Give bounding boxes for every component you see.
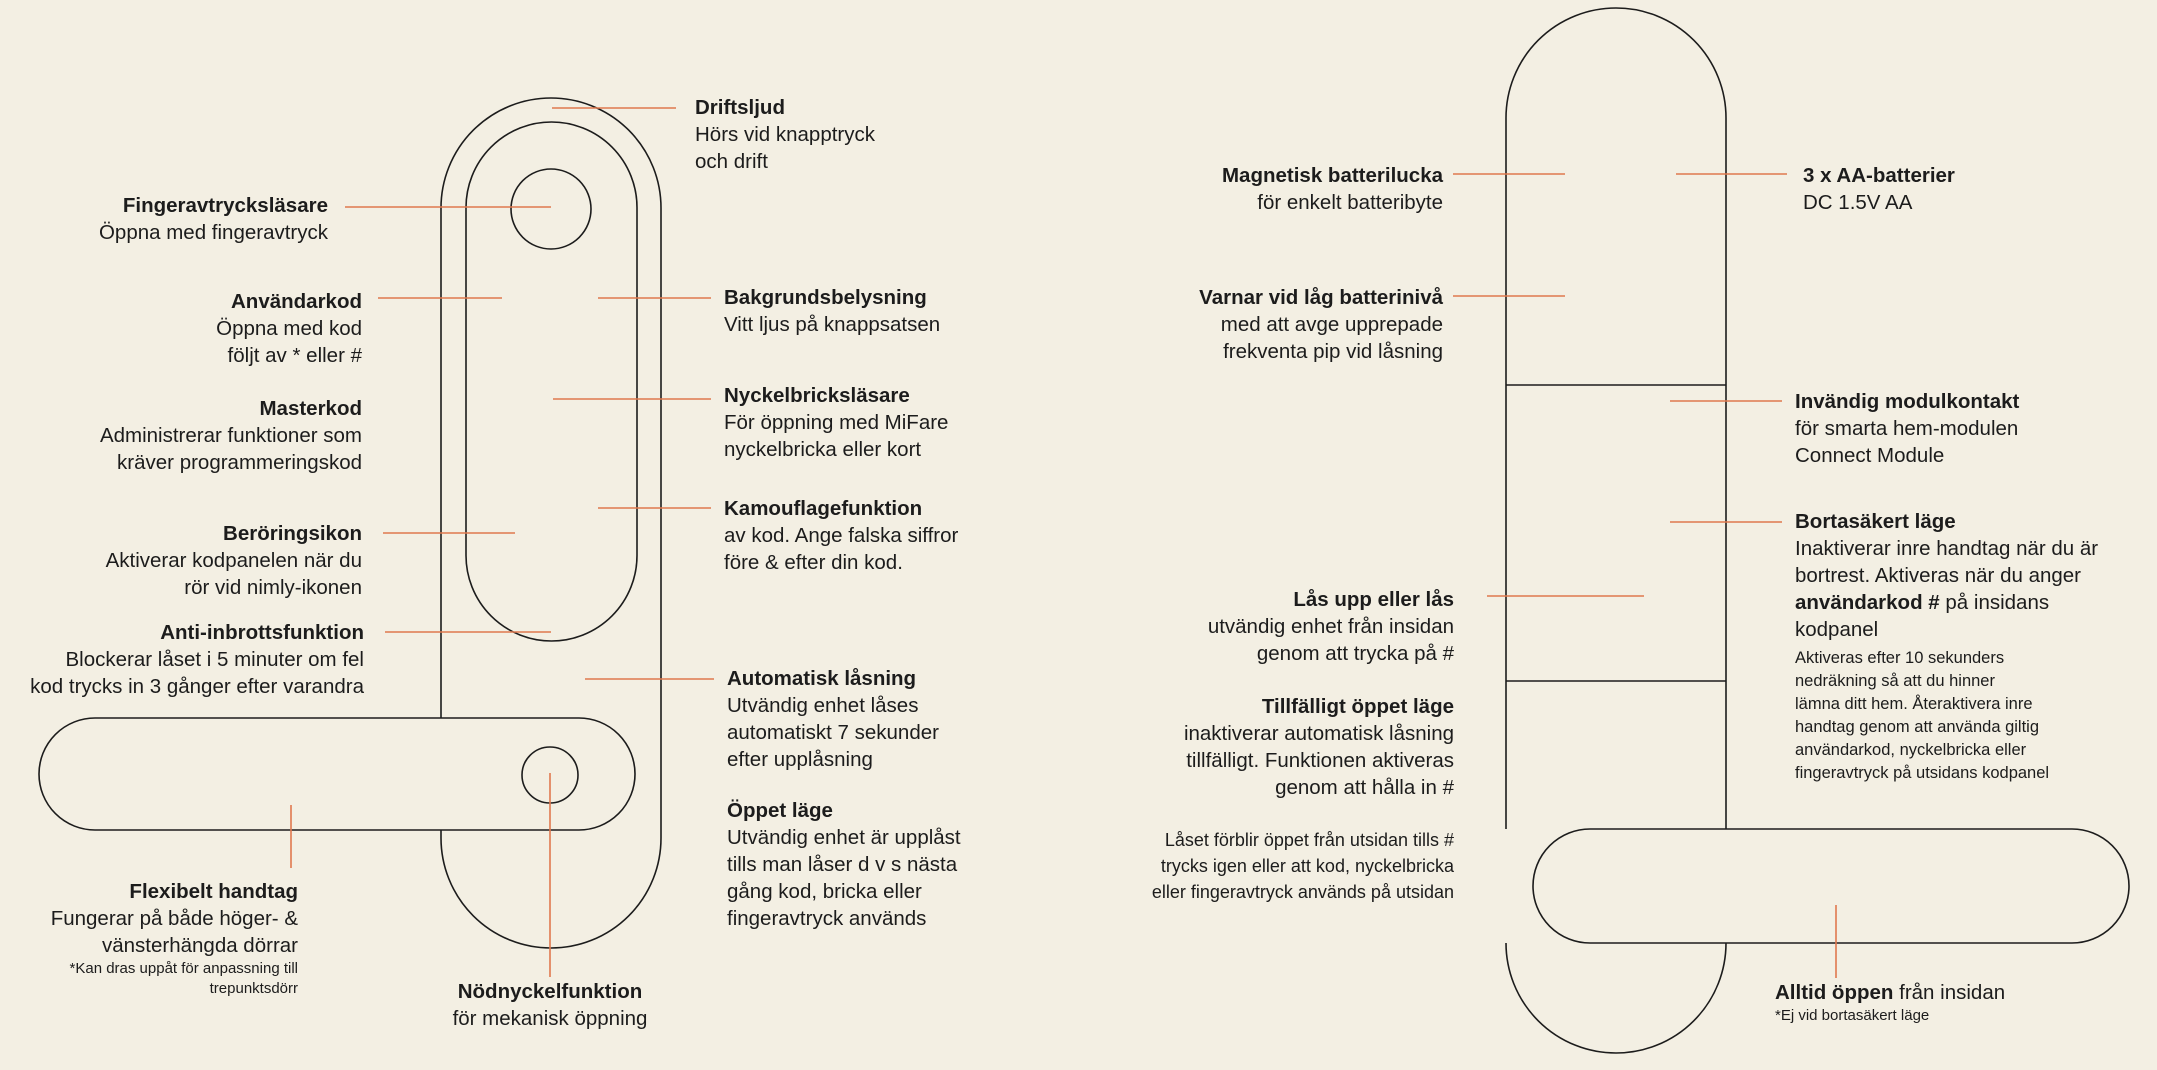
label-driftsljud: Driftsljud Hörs vid knapptryck och drift xyxy=(695,94,875,175)
anti-inbrott-title: Anti-inbrottsfunktion xyxy=(160,621,364,644)
exterior-unit-outline xyxy=(440,97,662,949)
bortasakert-desc-line: användarkod # på insidans xyxy=(1795,589,2098,616)
label-batterier: 3 x AA-batterier DC 1.5V AA xyxy=(1803,162,1955,216)
label-flexibelt-handtag: Flexibelt handtag Fungerar på både höger… xyxy=(51,878,298,999)
label-nyckelbricka: Nyckelbricksläsare För öppning med MiFar… xyxy=(724,382,948,463)
label-nodnyckel: Nödnyckelfunktion för mekanisk öppning xyxy=(400,978,700,1032)
flexibelt-note: *Kan dras uppåt för anpassning till trep… xyxy=(69,960,298,997)
keypad-panel-outline xyxy=(465,121,638,642)
automatisk-title: Automatisk låsning xyxy=(727,667,917,690)
bakgrundsbelysning-title: Bakgrundsbelysning xyxy=(724,286,927,309)
label-anti-inbrott: Anti-inbrottsfunktion Blockerar låset i … xyxy=(30,619,364,700)
interior-handle-outline xyxy=(1532,828,2130,944)
magnetisk-desc: för enkelt batteribyte xyxy=(1257,191,1443,214)
bortasakert-desc-bold: användarkod # xyxy=(1795,591,1940,614)
beroringsikon-desc: Aktiverar kodpanelen när du rör vid niml… xyxy=(105,549,362,599)
beroringsikon-title: Beröringsikon xyxy=(223,522,362,545)
interior-unit-bottom xyxy=(1505,942,1727,1054)
interior-unit-outline xyxy=(1505,7,1727,829)
magnetisk-title: Magnetisk batterilucka xyxy=(1221,164,1443,187)
oppet-lage-desc: Utvändig enhet är upplåst tills man låse… xyxy=(727,826,961,930)
masterkod-title: Masterkod xyxy=(259,397,362,420)
kamouflage-desc: av kod. Ange falska siffror före & efter… xyxy=(724,524,959,574)
driftsljud-title: Driftsljud xyxy=(695,96,785,119)
bakgrundsbelysning-desc: Vitt ljus på knappsatsen xyxy=(724,313,941,336)
masterkod-desc: Administrerar funktioner som kräver prog… xyxy=(99,424,362,474)
label-varnar: Varnar vid låg batterinivå med att avge … xyxy=(1199,284,1443,365)
label-alltid-oppen: Alltid öppen från insidan *Ej vid bortas… xyxy=(1775,979,2005,1026)
alltid-oppen-rest: från insidan xyxy=(1893,981,2006,1004)
tillfalligt-title: Tillfälligt öppet läge xyxy=(1261,695,1454,718)
fingeravtryckslasare-title: Fingeravtrycksläsare xyxy=(122,194,328,217)
nyckelbricka-desc: För öppning med MiFare nyckelbricka elle… xyxy=(724,411,949,461)
bortasakert-small: Aktiveras efter 10 sekunders nedräkning … xyxy=(1795,649,2050,782)
modulkontakt-title: Invändig modulkontakt xyxy=(1795,390,2020,413)
las-upp-title: Lås upp eller lås xyxy=(1293,588,1454,611)
flexibelt-title: Flexibelt handtag xyxy=(129,880,298,903)
label-beroringsikon: Beröringsikon Aktiverar kodpanelen när d… xyxy=(106,520,362,601)
label-automatisk: Automatisk låsning Utvändig enhet låses … xyxy=(727,665,939,773)
nodnyckel-desc: för mekanisk öppning xyxy=(452,1007,648,1030)
label-las-upp: Lås upp eller lås utvändig enhet från in… xyxy=(1208,586,1454,667)
flexibelt-desc: Fungerar på både höger- & vänsterhängda … xyxy=(50,907,298,957)
anti-inbrott-desc: Blockerar låset i 5 minuter om fel kod t… xyxy=(30,648,364,698)
las-upp-desc: utvändig enhet från insidan genom att tr… xyxy=(1207,615,1454,665)
modulkontakt-desc: för smarta hem-modulen Connect Module xyxy=(1795,417,2019,467)
label-tillfalligt: Tillfälligt öppet läge inaktiverar autom… xyxy=(1184,693,1454,801)
batterier-title: 3 x AA-batterier xyxy=(1803,164,1955,187)
bortasakert-title: Bortasäkert läge xyxy=(1795,510,1956,533)
label-bakgrundsbelysning: Bakgrundsbelysning Vitt ljus på knappsat… xyxy=(724,284,940,338)
label-bortasakert: Bortasäkert läge Inaktiverar inre handta… xyxy=(1795,508,2098,785)
label-kamouflage: Kamouflagefunktion av kod. Ange falska s… xyxy=(724,495,958,576)
varnar-desc: med att avge upprepade frekventa pip vid… xyxy=(1220,313,1443,363)
label-fingeravtryckslasare: Fingeravtrycksläsare Öppna med fingeravt… xyxy=(99,192,328,246)
varnar-title: Varnar vid låg batterinivå xyxy=(1199,286,1443,309)
bortasakert-desc-rest: på insidans xyxy=(1939,591,2050,614)
batterier-desc: DC 1.5V AA xyxy=(1803,191,1913,214)
kamouflage-title: Kamouflagefunktion xyxy=(724,497,923,520)
label-modulkontakt: Invändig modulkontakt för smarta hem-mod… xyxy=(1795,388,2019,469)
bortasakert-desc-end: kodpanel xyxy=(1795,618,1879,641)
alltid-oppen-line: Alltid öppen från insidan xyxy=(1775,979,2005,1006)
exterior-handle-outline xyxy=(38,717,636,831)
fingeravtryckslasare-desc: Öppna med fingeravtryck xyxy=(98,221,328,244)
anvandarkod-desc: Öppna med kod följt av * eller # xyxy=(216,317,362,367)
fingerprint-reader-icon xyxy=(510,168,592,250)
oppet-lage-title: Öppet läge xyxy=(727,799,833,822)
automatisk-desc: Utvändig enhet låses automatiskt 7 sekun… xyxy=(727,694,939,771)
nodnyckel-title: Nödnyckelfunktion xyxy=(457,980,643,1003)
label-laset-forblir: Låset förblir öppet från utsidan tills #… xyxy=(1151,830,1454,902)
driftsljud-desc: Hörs vid knapptryck och drift xyxy=(695,123,876,173)
label-oppet-lage: Öppet läge Utvändig enhet är upplåst til… xyxy=(727,797,961,932)
alltid-oppen-note: *Ej vid bortasäkert läge xyxy=(1775,1007,1930,1024)
alltid-oppen-title: Alltid öppen xyxy=(1775,981,1894,1004)
nyckelbricka-title: Nyckelbricksläsare xyxy=(724,384,910,407)
label-masterkod: Masterkod Administrerar funktioner som k… xyxy=(100,395,362,476)
tillfalligt-desc: inaktiverar automatisk låsning tillfälli… xyxy=(1183,722,1454,799)
bortasakert-desc: Inaktiverar inre handtag när du är bortr… xyxy=(1795,537,2099,587)
label-anvandarkod: Användarkod Öppna med kod följt av * ell… xyxy=(216,288,362,369)
label-magnetisk-batterilucka: Magnetisk batterilucka för enkelt batter… xyxy=(1222,162,1443,216)
anvandarkod-title: Användarkod xyxy=(231,290,362,313)
